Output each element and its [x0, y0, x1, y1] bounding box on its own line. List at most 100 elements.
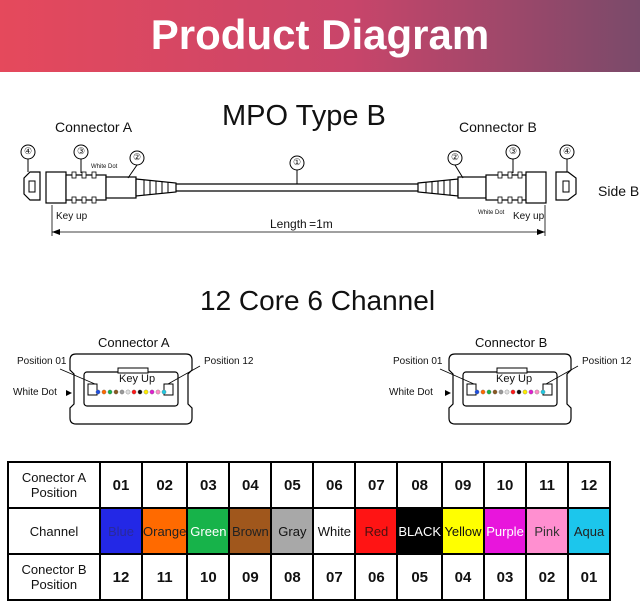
connector-b-body	[485, 174, 527, 201]
callout-3-b-label: ③	[509, 146, 518, 156]
channel-cell: Gray	[270, 507, 315, 555]
callout-2-b-label: ②	[451, 152, 460, 162]
table-cell: 07	[312, 553, 357, 601]
channel-cell: Aqua	[567, 507, 612, 555]
channel-cell: Purple	[483, 507, 528, 555]
key-up-face-b-label: Key Up	[496, 373, 533, 385]
row-a-header: Conector A Position	[7, 461, 101, 509]
position-12-a-label: Position 12	[204, 356, 254, 367]
white-dot-face-a-label: White Dot	[13, 387, 57, 398]
table-cell: 12	[99, 553, 143, 601]
callout-2-a-label: ②	[133, 152, 142, 162]
table-row-connector-b: Conector B Position 12 11 10 09 08 07 06…	[7, 553, 612, 601]
table-cell: 09	[228, 553, 273, 601]
connector-b-fiber-9	[522, 389, 528, 395]
side-b-label: Side B	[598, 183, 640, 199]
table-cell: 12	[567, 461, 612, 509]
connector-a-fiber-8	[137, 389, 143, 395]
ch-connector-b-label: Connector B	[475, 335, 548, 350]
connector-a-fiber-2	[101, 389, 107, 395]
connector-a-fiber-6	[125, 389, 131, 395]
key-up-b-label: Key up	[513, 211, 545, 222]
connector-a-fiber-4	[113, 389, 119, 395]
connector-b-fiber-2	[480, 389, 486, 395]
channel-cell: Blue	[99, 507, 143, 555]
table-cell: 02	[525, 553, 570, 601]
table-cell: 01	[99, 461, 143, 509]
dust-cap-a	[23, 171, 41, 201]
ch-connector-a-label: Connector A	[98, 335, 170, 350]
connector-b-fiber-8	[516, 389, 522, 395]
connector-a-fiber-3	[107, 389, 113, 395]
callout-4-a-label: ④	[24, 146, 33, 156]
table-cell: 07	[354, 461, 399, 509]
callout-1-label: ①	[293, 157, 302, 167]
channel-cell: Yellow	[441, 507, 486, 555]
position-01-b-label: Position 01	[393, 356, 443, 367]
connector-b-fiber-3	[486, 389, 492, 395]
channel-cell: BLACK	[396, 507, 444, 555]
table-cell: 11	[525, 461, 570, 509]
connector-a-fiber-5	[119, 389, 125, 395]
connector-b-fiber-7	[510, 389, 516, 395]
table-cell: 10	[186, 553, 231, 601]
table-cell: 04	[441, 553, 486, 601]
connector-a-fiber-10	[149, 389, 155, 395]
table-cell: 04	[228, 461, 273, 509]
table-cell: 10	[483, 461, 528, 509]
connector-b-fiber-4	[492, 389, 498, 395]
channel-cell: Brown	[228, 507, 273, 555]
key-up-a-label: Key up	[56, 211, 88, 222]
table-cell: 05	[270, 461, 315, 509]
mpo-title: MPO Type B	[222, 100, 386, 132]
connector-b-fiber-6	[504, 389, 510, 395]
table-cell: 03	[483, 553, 528, 601]
connector-b-fiber-5	[498, 389, 504, 395]
connector-b-fiber-11	[534, 389, 540, 395]
connector-a-fiber-11	[155, 389, 161, 395]
connector-b-label: Connector B	[459, 119, 537, 135]
table-cell: 06	[312, 461, 357, 509]
table-row-connector-a: Conector A Position 01 02 03 04 05 06 07…	[7, 461, 612, 509]
dust-cap-b	[555, 171, 577, 201]
table-cell: 11	[140, 553, 189, 601]
table-cell: 03	[186, 461, 231, 509]
connector-a-fiber-1	[95, 389, 101, 395]
white-dot-a-label: White Dot	[91, 164, 118, 170]
position-01-a-label: Position 01	[17, 356, 67, 367]
header-banner	[0, 0, 640, 72]
table-cell: 09	[441, 461, 486, 509]
table-cell: 08	[270, 553, 315, 601]
channel-cell: Orange	[140, 507, 189, 555]
connector-a-fiber-12	[161, 389, 167, 395]
callout-4-b-label: ④	[563, 146, 572, 156]
banner-title: Product Diagram	[150, 11, 490, 58]
length-label: Length =1m	[270, 217, 333, 231]
row-b-header: Conector B Position	[7, 553, 101, 601]
connector-a-label: Connector A	[55, 119, 133, 135]
table-cell: 06	[354, 553, 399, 601]
channel-title: 12 Core 6 Channel	[200, 285, 436, 316]
table-cell: 05	[396, 553, 444, 601]
connector-b-fiber-10	[528, 389, 534, 395]
row-channel-header: Channel	[7, 507, 101, 555]
connector-b-fiber-1	[474, 389, 480, 395]
table-cell: 02	[140, 461, 189, 509]
callout-3-a-label: ③	[77, 146, 86, 156]
position-12-b-label: Position 12	[582, 356, 632, 367]
channel-table: Conector A Position 01 02 03 04 05 06 07…	[7, 461, 612, 601]
channel-cell: White	[312, 507, 357, 555]
white-dot-b-label: White Dot	[478, 210, 505, 216]
connector-a-fiber-9	[143, 389, 149, 395]
channel-cell: Pink	[525, 507, 570, 555]
table-row-channel: Channel Blue Orange Green Brown Gray Whi…	[7, 507, 612, 555]
connector-a-fiber-7	[131, 389, 137, 395]
key-up-face-a-label: Key Up	[119, 373, 156, 385]
table-cell: 01	[567, 553, 612, 601]
channel-cell: Red	[354, 507, 399, 555]
white-dot-face-b-label: White Dot	[389, 387, 433, 398]
connector-b-fiber-12	[540, 389, 546, 395]
table-cell: 08	[396, 461, 444, 509]
